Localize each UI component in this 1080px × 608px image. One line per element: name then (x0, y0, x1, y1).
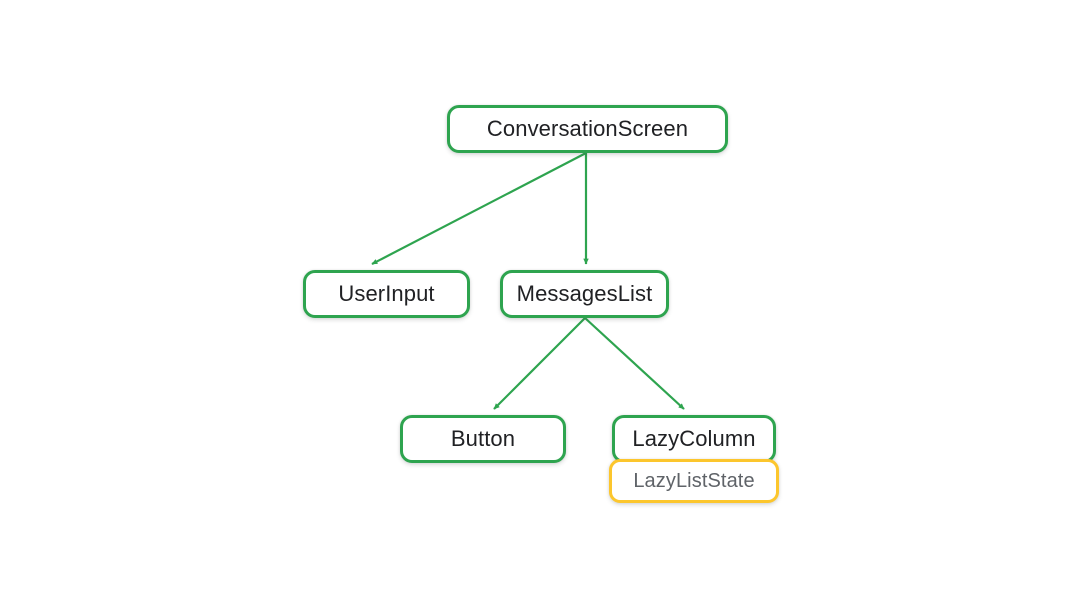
node-lazy-list-state-label: LazyListState (633, 470, 755, 492)
node-button-label: Button (450, 426, 516, 451)
node-messages-list-label: MessagesList (516, 281, 653, 306)
node-user-input-label: UserInput (338, 281, 435, 306)
node-lazy-list-state[interactable]: LazyListState (609, 459, 779, 503)
edge-conversation-screen-to-user-input (371, 152, 587, 265)
edge-messages-list-to-lazy-column (584, 317, 685, 410)
node-messages-list[interactable]: MessagesList (500, 270, 669, 318)
node-conversation-screen[interactable]: ConversationScreen (447, 105, 728, 153)
node-lazy-column[interactable]: LazyColumn (612, 415, 776, 463)
edge-messages-list-to-button (493, 317, 586, 410)
node-lazy-column-label: LazyColumn (632, 426, 756, 451)
node-conversation-screen-label: ConversationScreen (486, 116, 689, 141)
node-button[interactable]: Button (400, 415, 566, 463)
node-user-input[interactable]: UserInput (303, 270, 470, 318)
